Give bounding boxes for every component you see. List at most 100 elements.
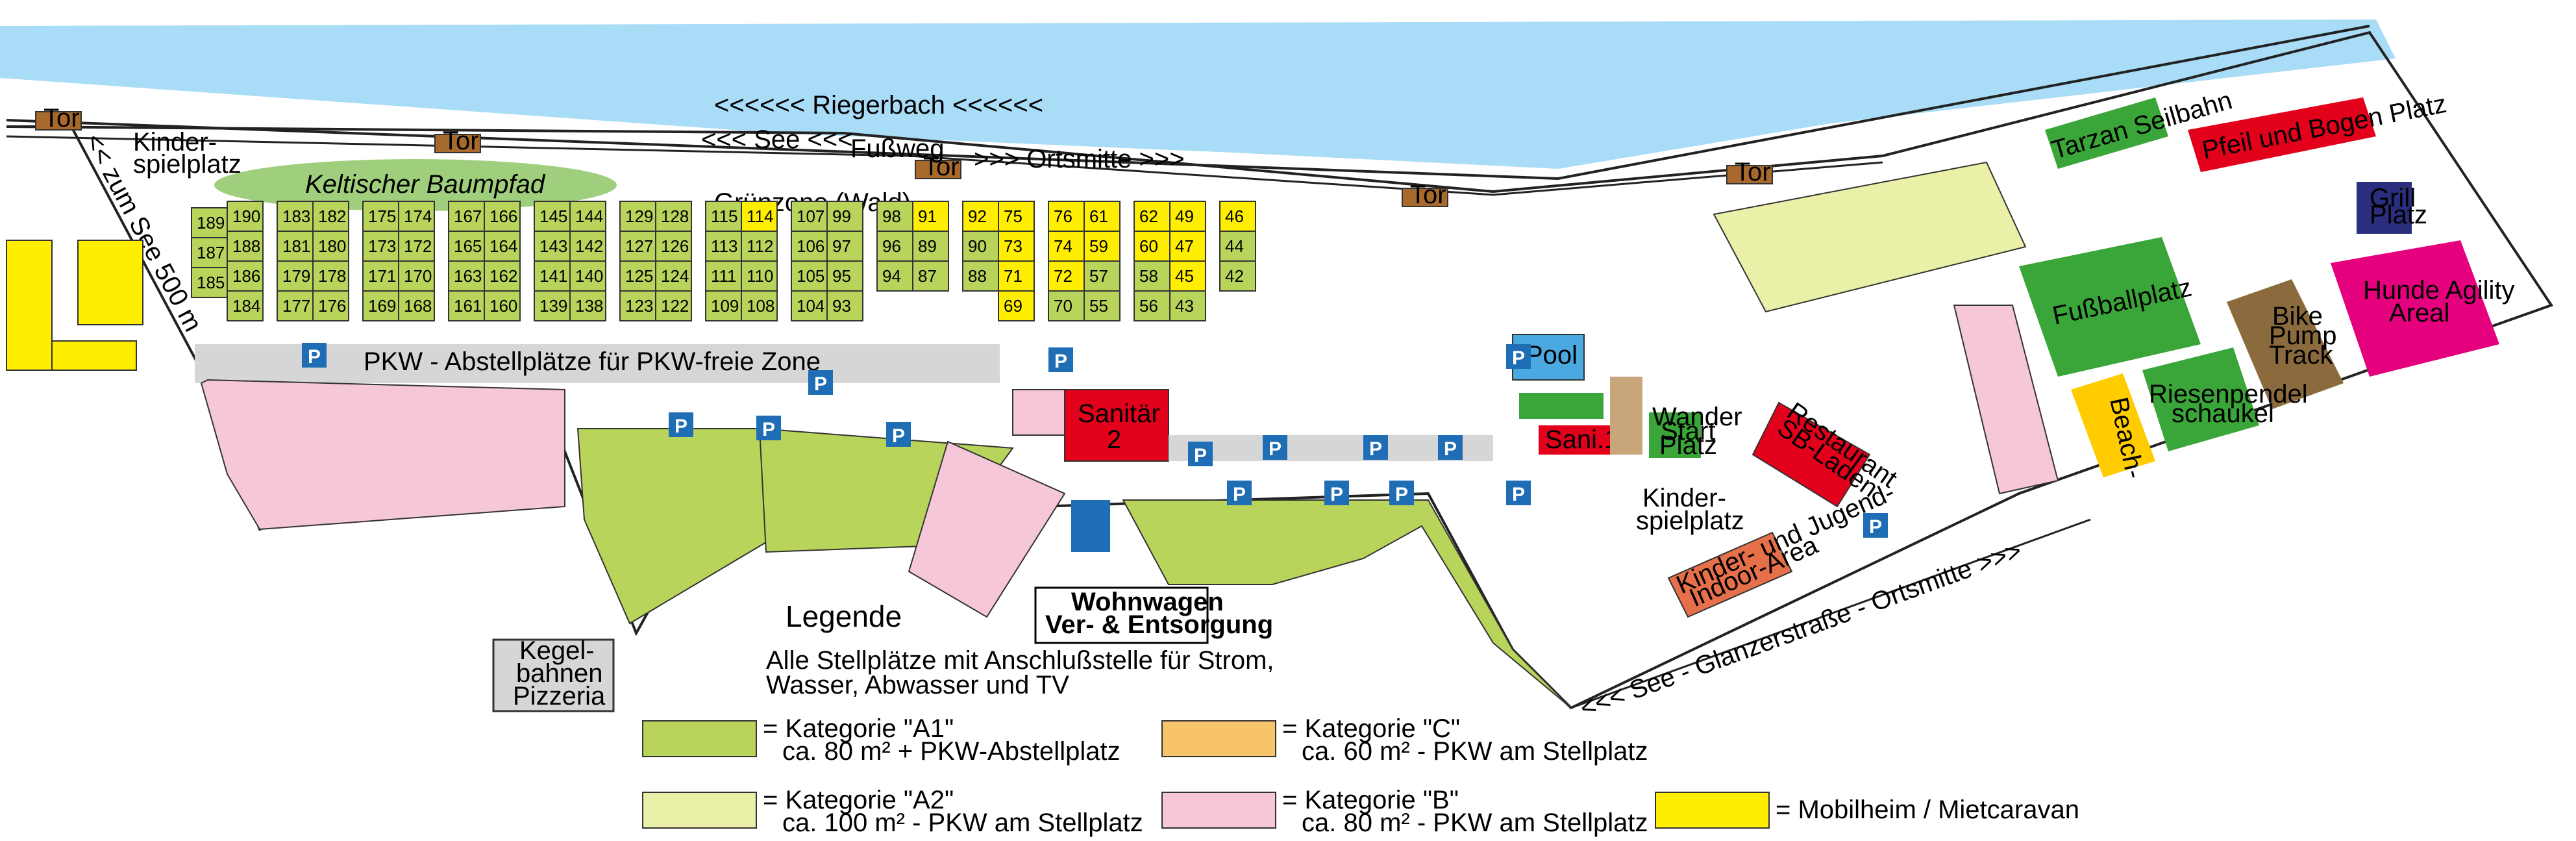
pitch-label-165: 165 [454,236,482,256]
pitch-126 [655,231,692,262]
riesenpendelschaukel [2142,347,2259,451]
parking-marker [1227,481,1252,505]
pitch-label-174: 174 [404,207,432,226]
pitch-label-106: 106 [797,236,824,256]
pitch-label-167: 167 [454,207,482,226]
legend-swatch-c [1161,720,1276,757]
pitch-99 [826,201,863,232]
weiss-building [1610,377,1642,455]
pitch-label-72: 72 [1054,266,1072,286]
hunde-1: Hunde Agility [2363,276,2514,305]
pitch-122 [655,290,692,321]
river-label: <<<<<< Riegerbach <<<<<< [714,91,1043,119]
pitch-label-160: 160 [489,296,517,316]
pitch-label-91: 91 [918,207,937,226]
pitch-144 [569,201,606,232]
pitch-113 [705,231,742,262]
pitch-label-114: 114 [747,207,773,226]
wohnwagen-station [1071,500,1110,552]
pitch-138 [569,290,606,321]
legend-a2-1: = Kategorie "A2" [763,786,954,814]
pitch-174 [398,201,435,232]
pitch-175 [362,201,399,232]
pitch-139 [534,290,571,321]
grill-1: Grill [2370,184,2416,212]
pitch-163 [448,260,485,292]
b-pitch-area-left [200,379,565,531]
pitch-label-164: 164 [489,236,517,256]
footpath-see: <<< See <<< [701,125,853,154]
parking-marker [1188,442,1213,466]
pitch-114 [741,201,778,232]
pitch-label-168: 168 [404,296,432,316]
sanitaer2-line1: Sanitär [1078,399,1160,428]
gate-2: Tor [434,127,481,155]
beach-volleyball [2071,373,2155,477]
restaurant-sb-laden [1752,401,1871,508]
pitch-label-176: 176 [318,296,346,316]
kraeutereck [1519,393,1604,419]
pitch-label-188: 188 [232,236,260,256]
wander-1: Wander [1652,403,1742,431]
baumpfad-oval [214,159,617,211]
parking-letter: P [1369,438,1382,460]
parking-letter: P [1869,516,1882,538]
parking-letter: P [1512,347,1525,369]
gate-1: Tor [35,104,82,132]
pitch-label-107: 107 [797,207,824,226]
wander-3: Platz [1659,431,1717,460]
pitch-180 [312,231,349,262]
pitch-label-60: 60 [1139,236,1158,256]
pitch-105 [791,260,828,292]
pitch-110 [741,260,778,292]
pitch-label-55: 55 [1089,296,1108,316]
pitch-label-74: 74 [1054,236,1072,256]
parking-letter: P [1194,445,1207,466]
pitch-label-182: 182 [318,207,346,226]
pitch-label-71: 71 [1004,266,1022,286]
gate-3: Tor [915,153,961,181]
pitch-label-126: 126 [661,236,689,256]
pitch-173 [362,231,399,262]
pitch-140 [569,260,606,292]
legend-c-1: = Kategorie "C" [1282,714,1460,743]
pitch-label-46: 46 [1225,207,1244,226]
pitch-172 [398,231,435,262]
parking-letter: P [308,346,321,368]
pitch-label-186: 186 [232,266,260,286]
pitch-label-163: 163 [454,266,482,286]
hunde-2: Areal [2389,299,2449,327]
pitch-label-90: 90 [968,236,987,256]
footpath [6,25,2370,181]
hunde-agility-areal [2331,240,2499,377]
pkw-road [195,344,1000,383]
pool-label: Pool [1526,341,1578,370]
pitch-label-75: 75 [1004,207,1022,226]
baumpfad-label: Keltischer Baumpfad [305,170,546,199]
kinderspielplatz-right-2: spielplatz [1636,507,1744,535]
bike-pump-track [2227,279,2344,409]
legend-intro-2: Wasser, Abwasser und TV [766,671,1069,699]
wander-2: Start [1661,417,1715,446]
bike-1: Bike [2272,302,2323,331]
pkw-zone-label: PKW - Abstellplätze für PKW-freie Zone [364,347,821,376]
pitch-label-69: 69 [1004,296,1022,316]
wohnwagen-line1: Wohnwagen [1071,588,1224,616]
pitch-86 [1012,389,1065,436]
fussballplatz [2019,237,2201,377]
pitch-112 [741,231,778,262]
pitch-label-190: 190 [232,207,260,226]
parking-marker [808,370,833,395]
pitch-93 [826,290,863,321]
svg-text:Tor: Tor [1735,158,1771,186]
parking-marker [1506,344,1531,369]
pitch-label-181: 181 [282,236,310,256]
pitch-label-70: 70 [1054,296,1072,316]
pitch-176 [312,290,349,321]
bike-2: Pump [2269,321,2337,350]
street-line [1570,518,2091,709]
pitch-label-89: 89 [918,236,937,256]
pitch-label-145: 145 [539,207,567,226]
pitch-label-76: 76 [1054,207,1072,226]
